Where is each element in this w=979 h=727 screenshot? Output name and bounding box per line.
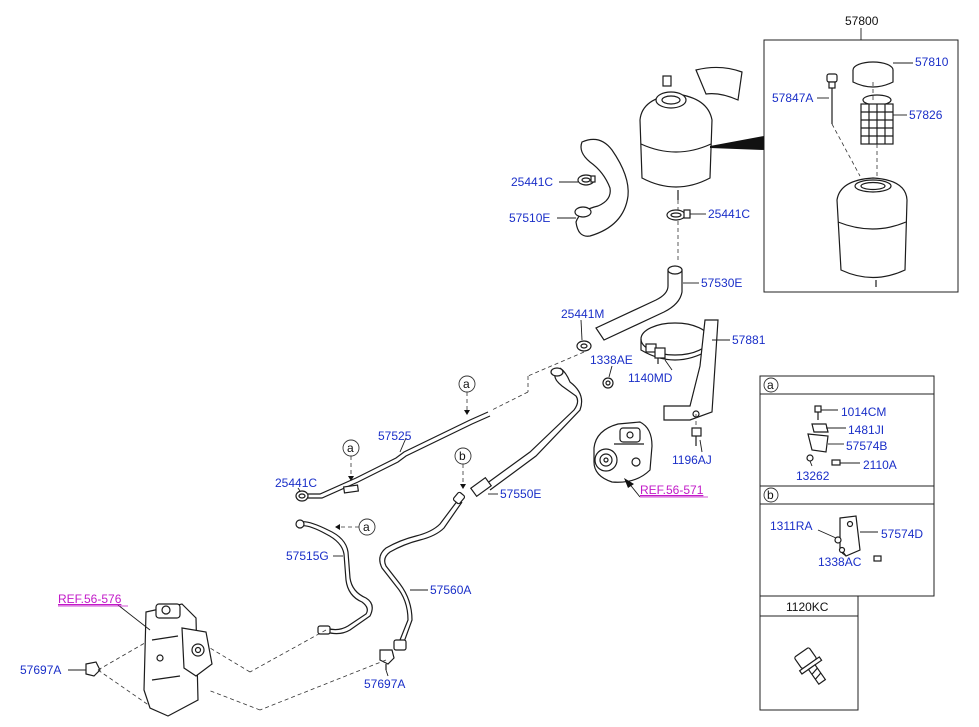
fitting-57697A-right xyxy=(379,649,395,670)
dipstick-57847A xyxy=(826,73,838,124)
callout-a-1: a xyxy=(458,375,476,415)
nut-1338AE xyxy=(602,377,614,389)
ref-56-571[interactable]: REF.56-571 xyxy=(640,483,704,497)
detail-arrow xyxy=(710,136,764,150)
label-57510E: 57510E xyxy=(509,211,550,225)
hose-57550E xyxy=(469,367,583,498)
label-57800: 57800 xyxy=(845,14,879,28)
svg-text:b: b xyxy=(459,449,466,463)
label-57550E: 57550E xyxy=(500,487,541,501)
label-25441M: 25441M xyxy=(561,307,604,321)
svg-text:a: a xyxy=(463,377,470,391)
hose-57510E xyxy=(574,138,629,237)
svg-text:a: a xyxy=(363,520,370,534)
detail-b-tag: b xyxy=(767,488,774,502)
tube-57525 xyxy=(308,411,491,499)
detail-box-a: a xyxy=(759,375,935,487)
hose-57530E xyxy=(595,265,683,341)
ref-56-576[interactable]: REF.56-576 xyxy=(58,592,122,606)
strainer-57826 xyxy=(860,94,894,145)
label-1481JI: 1481JI xyxy=(848,423,884,437)
label-1196AJ: 1196AJ xyxy=(672,453,712,467)
label-57697A-right: 57697A xyxy=(364,677,405,691)
label-57881: 57881 xyxy=(732,333,766,347)
label-57515G: 57515G xyxy=(286,549,329,563)
callout-a-3: a xyxy=(335,518,376,536)
tube-57515G xyxy=(295,519,373,635)
reservoir-cap-57810 xyxy=(852,61,894,88)
label-2110A: 2110A xyxy=(863,458,897,472)
label-1140MD: 1140MD xyxy=(628,371,673,385)
label-57574B: 57574B xyxy=(846,439,887,453)
tube-57560A xyxy=(379,491,466,651)
label-57826: 57826 xyxy=(909,108,943,122)
clamp-25441C-reservoir xyxy=(666,209,691,221)
callout-a-2: a xyxy=(342,439,360,481)
bolt-1196AJ xyxy=(691,427,702,446)
detail-box-1120KC xyxy=(759,595,859,711)
clamp-25441C-upper xyxy=(577,174,596,186)
fitting-57697A-left xyxy=(85,661,101,677)
label-1338AE: 1338AE xyxy=(590,353,633,367)
reservoir-main xyxy=(639,66,743,200)
detail-a-tag: a xyxy=(767,378,774,392)
label-1311RA: 1311RA xyxy=(770,519,812,533)
svg-text:a: a xyxy=(347,441,354,455)
label-57530E: 57530E xyxy=(701,276,742,290)
label-57847A: 57847A xyxy=(772,91,813,105)
detail-1120KC-title: 1120KC xyxy=(786,600,829,614)
label-25441C-upper: 25441C xyxy=(511,175,553,189)
label-57574D: 57574D xyxy=(881,527,923,541)
detail-box-b: b xyxy=(759,485,935,597)
steering-gear-box xyxy=(143,603,213,717)
label-13262: 13262 xyxy=(796,469,830,483)
reservoir-body-detail xyxy=(836,177,908,287)
label-57525: 57525 xyxy=(378,429,412,443)
clamp-25441C-lower xyxy=(295,490,309,502)
label-25441C-lower: 25441C xyxy=(275,476,317,490)
label-25441C-reservoir: 25441C xyxy=(708,207,750,221)
label-1338AC: 1338AC xyxy=(818,555,862,569)
callout-b-1: b xyxy=(454,447,472,489)
label-1014CM: 1014CM xyxy=(841,405,886,419)
label-57560A: 57560A xyxy=(430,583,471,597)
bracket-57881 xyxy=(640,319,719,421)
label-57810: 57810 xyxy=(915,55,949,69)
label-57697A-left: 57697A xyxy=(20,663,61,677)
power-steering-pump xyxy=(593,421,653,483)
bolt-1140MD xyxy=(654,347,666,364)
clamp-25441M xyxy=(576,340,592,352)
